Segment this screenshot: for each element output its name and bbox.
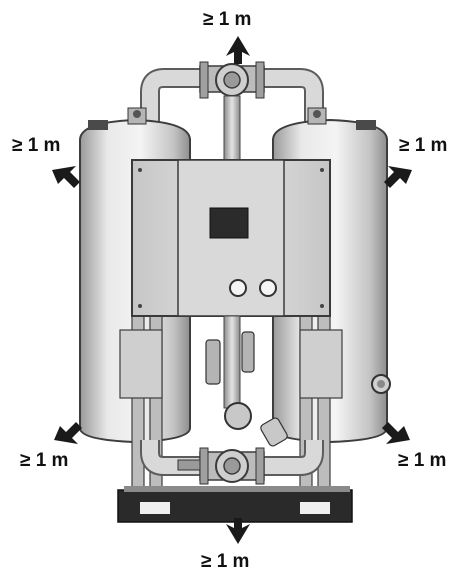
clearance-arrows <box>52 36 412 544</box>
base-skid <box>117 486 353 523</box>
clearance-arrow-icon <box>54 422 82 444</box>
clearance-arrow-icon <box>226 518 250 544</box>
center-piping <box>205 315 288 447</box>
clearance-label-left-upper: ≥ 1 m <box>12 135 61 156</box>
clearance-arrow-icon <box>382 422 410 444</box>
control-cabinet <box>131 159 331 317</box>
clearance-arrow-icon <box>384 166 412 188</box>
clearance-label-bottom: ≥ 1 m <box>201 551 250 572</box>
lower-manifold <box>140 440 324 485</box>
clearance-label-top: ≥ 1 m <box>203 9 252 30</box>
clearance-arrow-icon <box>226 36 250 64</box>
upper-manifold <box>140 61 324 163</box>
clearance-label-right-lower: ≥ 1 m <box>398 450 447 471</box>
clearance-arrow-icon <box>52 166 80 188</box>
clearance-label-right-upper: ≥ 1 m <box>399 135 448 156</box>
clearance-label-left-lower: ≥ 1 m <box>20 450 69 471</box>
